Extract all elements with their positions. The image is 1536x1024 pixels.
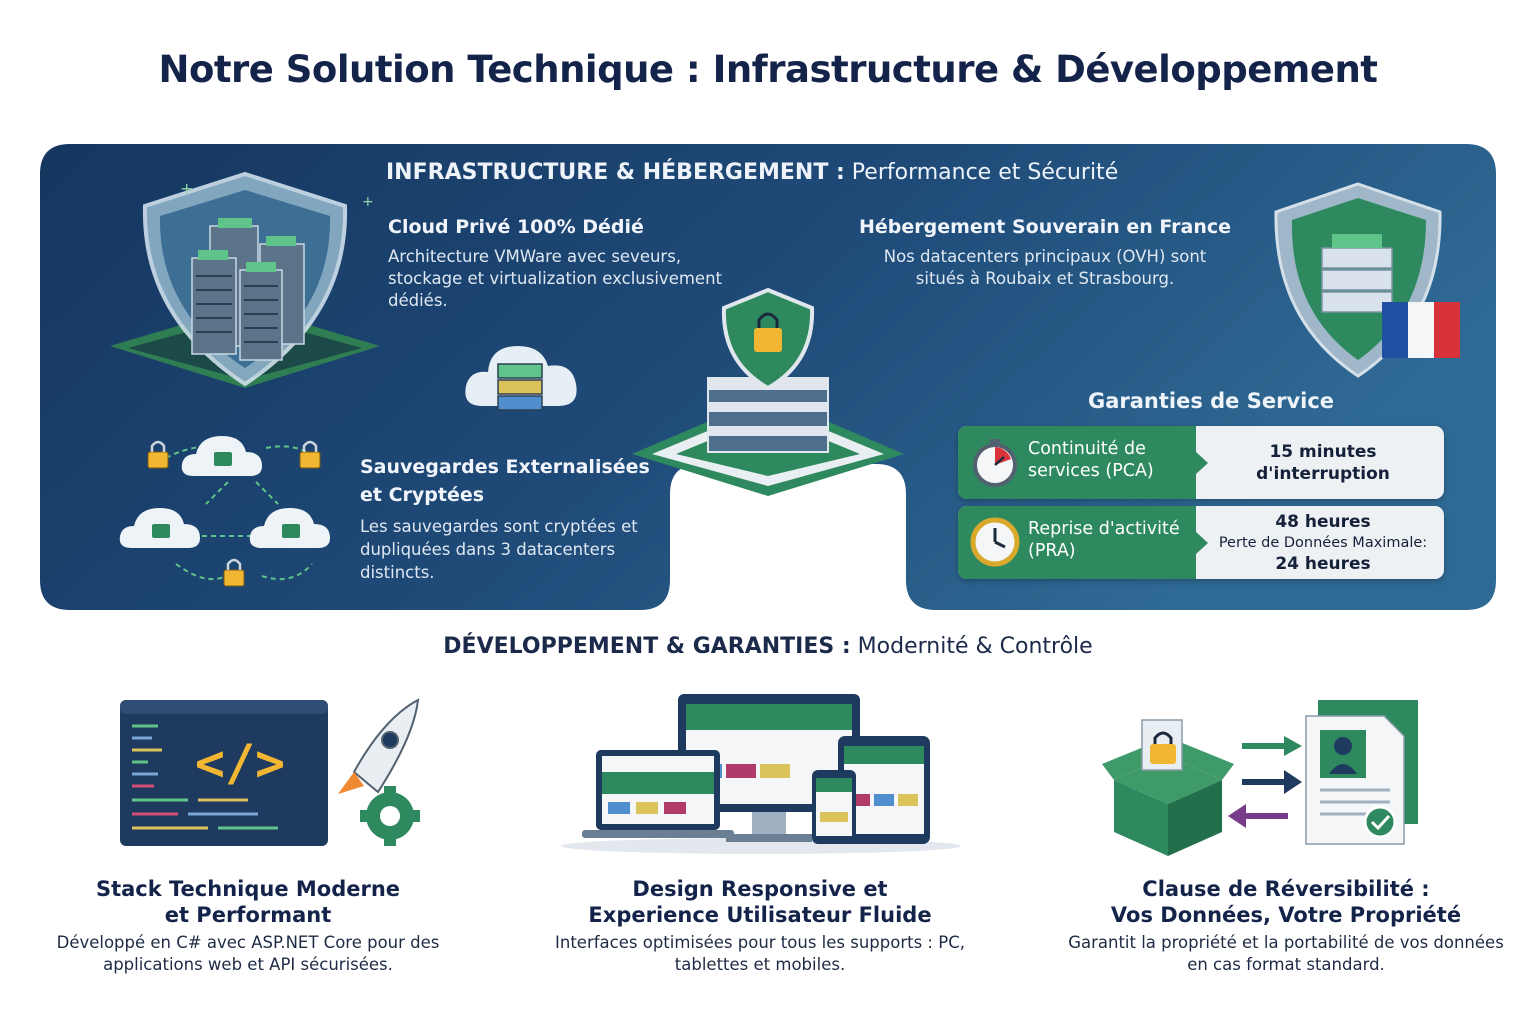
sovereign-description: Nos datacenters principaux (OVH) sont si… <box>883 247 1207 288</box>
backups-title: Sauvegardes Externalisées et Cryptées <box>360 456 650 506</box>
sla-label-pca: Continuité de services (PCA) <box>1028 439 1154 481</box>
sla-value-pra-rto: 48 heures <box>1275 511 1371 532</box>
stopwatch-icon <box>973 439 1017 487</box>
reversibility-icon <box>1102 700 1418 856</box>
code-editor-icon: </> <box>120 698 420 846</box>
guarantees-title: Garanties de Service <box>1087 389 1335 413</box>
sovereign-title: Hébergement Souverain en France <box>858 216 1232 238</box>
card-stack-text: Développé en C# avec ASP.NET Core pour d… <box>56 933 440 974</box>
cloud-storage-icon <box>465 346 577 411</box>
infrastructure-panel: INFRASTRUCTURE & HÉBERGEMENT : Performan… <box>40 144 1496 610</box>
card-reversibility-text: Garantit la propriété et la portabilité … <box>1068 933 1504 974</box>
cloud-description: Architecture VMWare avec seveurs, stocka… <box>388 247 723 310</box>
shield-server-icon: + + <box>110 171 380 388</box>
backups-description: Les sauvegardes sont cryptées et dupliqu… <box>360 517 638 582</box>
sla-value-pca: 15 minutes d'interruption <box>1256 441 1390 484</box>
sla-label-pra: Reprise d'activité (PRA) <box>1028 519 1180 561</box>
clock-icon <box>970 517 1020 567</box>
responsive-devices-icon <box>561 694 961 854</box>
card-responsive-text: Interfaces optimisées pour tous les supp… <box>555 933 965 974</box>
svg-text:+: + <box>180 179 193 198</box>
page-title: Notre Solution Technique : Infrastructur… <box>158 48 1378 91</box>
france-shield-icon <box>1274 182 1460 378</box>
infrastructure-heading: INFRASTRUCTURE & HÉBERGEMENT : Performan… <box>386 160 1119 185</box>
backup-network-icon <box>119 436 330 587</box>
svg-text:+: + <box>362 194 374 210</box>
sla-value-pra-rpo: 24 heures <box>1275 553 1371 574</box>
code-glyph: </> <box>195 734 285 792</box>
sla-row-pra: Reprise d'activité (PRA) 48 heures Perte… <box>958 506 1444 579</box>
secure-server-icon <box>632 287 904 496</box>
sla-value-pra-label: Perte de Données Maximale: <box>1218 534 1428 551</box>
development-heading: DÉVELOPPEMENT & GARANTIES : Modernité & … <box>443 634 1093 659</box>
card-reversibility: Clause de Réversibilité :Vos Données, Vo… <box>1066 876 1506 976</box>
cloud-title: Cloud Privé 100% Dédié <box>388 216 644 238</box>
card-reversibility-title: Clause de Réversibilité :Vos Données, Vo… <box>1110 877 1462 927</box>
sla-row-pca: Continuité de services (PCA) 15 minutes … <box>958 426 1444 499</box>
